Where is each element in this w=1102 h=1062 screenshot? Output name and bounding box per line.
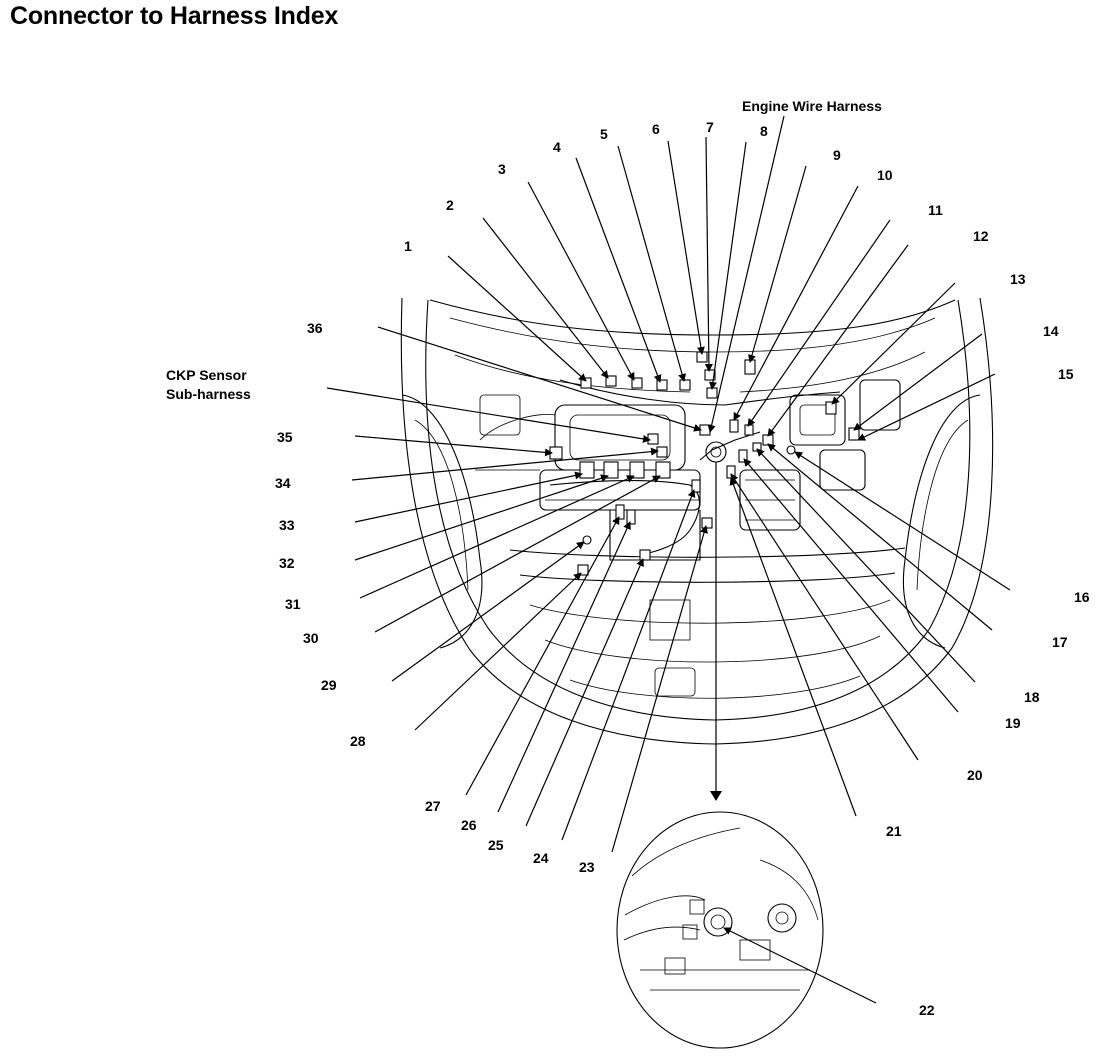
callout-29: 29 — [321, 677, 337, 693]
callout-6: 6 — [652, 121, 660, 137]
callout-28: 28 — [350, 733, 366, 749]
callout-18: 18 — [1024, 689, 1040, 705]
detail-inset — [616, 811, 877, 1049]
callout-14: 14 — [1043, 323, 1059, 339]
callout-15: 15 — [1058, 366, 1074, 382]
callout-9: 9 — [833, 147, 841, 163]
callout-16: 16 — [1074, 589, 1090, 605]
callout-19: 19 — [1005, 715, 1021, 731]
callout-5: 5 — [600, 126, 608, 142]
ckp-sensor-label-line2: Sub-harness — [166, 386, 251, 402]
callout-22: 22 — [919, 1002, 935, 1018]
callout-7: 7 — [706, 119, 714, 135]
callout-12: 12 — [973, 228, 989, 244]
page-title: Connector to Harness Index — [10, 2, 339, 30]
car-body-outline — [400, 297, 994, 745]
callout-2: 2 — [446, 197, 454, 213]
callout-21: 21 — [886, 823, 902, 839]
callout-24: 24 — [533, 850, 549, 866]
callout-3: 3 — [498, 161, 506, 177]
callout-17: 17 — [1052, 634, 1068, 650]
callout-10: 10 — [877, 167, 893, 183]
callout-34: 34 — [275, 475, 291, 491]
engine-wire-harness-label: Engine Wire Harness — [742, 98, 882, 114]
callout-1: 1 — [404, 238, 412, 254]
callout-numbers: 1 2 3 4 5 6 7 8 9 10 11 12 13 14 15 16 1… — [275, 119, 1090, 1018]
callout-32: 32 — [279, 555, 295, 571]
callout-4: 4 — [553, 139, 561, 155]
ckp-sensor-label-line1: CKP Sensor — [166, 367, 247, 383]
callout-27: 27 — [425, 798, 441, 814]
callout-13: 13 — [1010, 271, 1026, 287]
callout-23: 23 — [579, 859, 595, 875]
callout-31: 31 — [285, 596, 301, 612]
callout-33: 33 — [279, 517, 295, 533]
callout-25: 25 — [488, 837, 504, 853]
callout-35: 35 — [277, 429, 293, 445]
callout-36: 36 — [307, 320, 323, 336]
leader-lines — [326, 115, 1011, 853]
callout-11: 11 — [928, 202, 943, 218]
callout-30: 30 — [303, 630, 319, 646]
callout-26: 26 — [461, 817, 477, 833]
callout-20: 20 — [967, 767, 983, 783]
callout-8: 8 — [760, 123, 768, 139]
